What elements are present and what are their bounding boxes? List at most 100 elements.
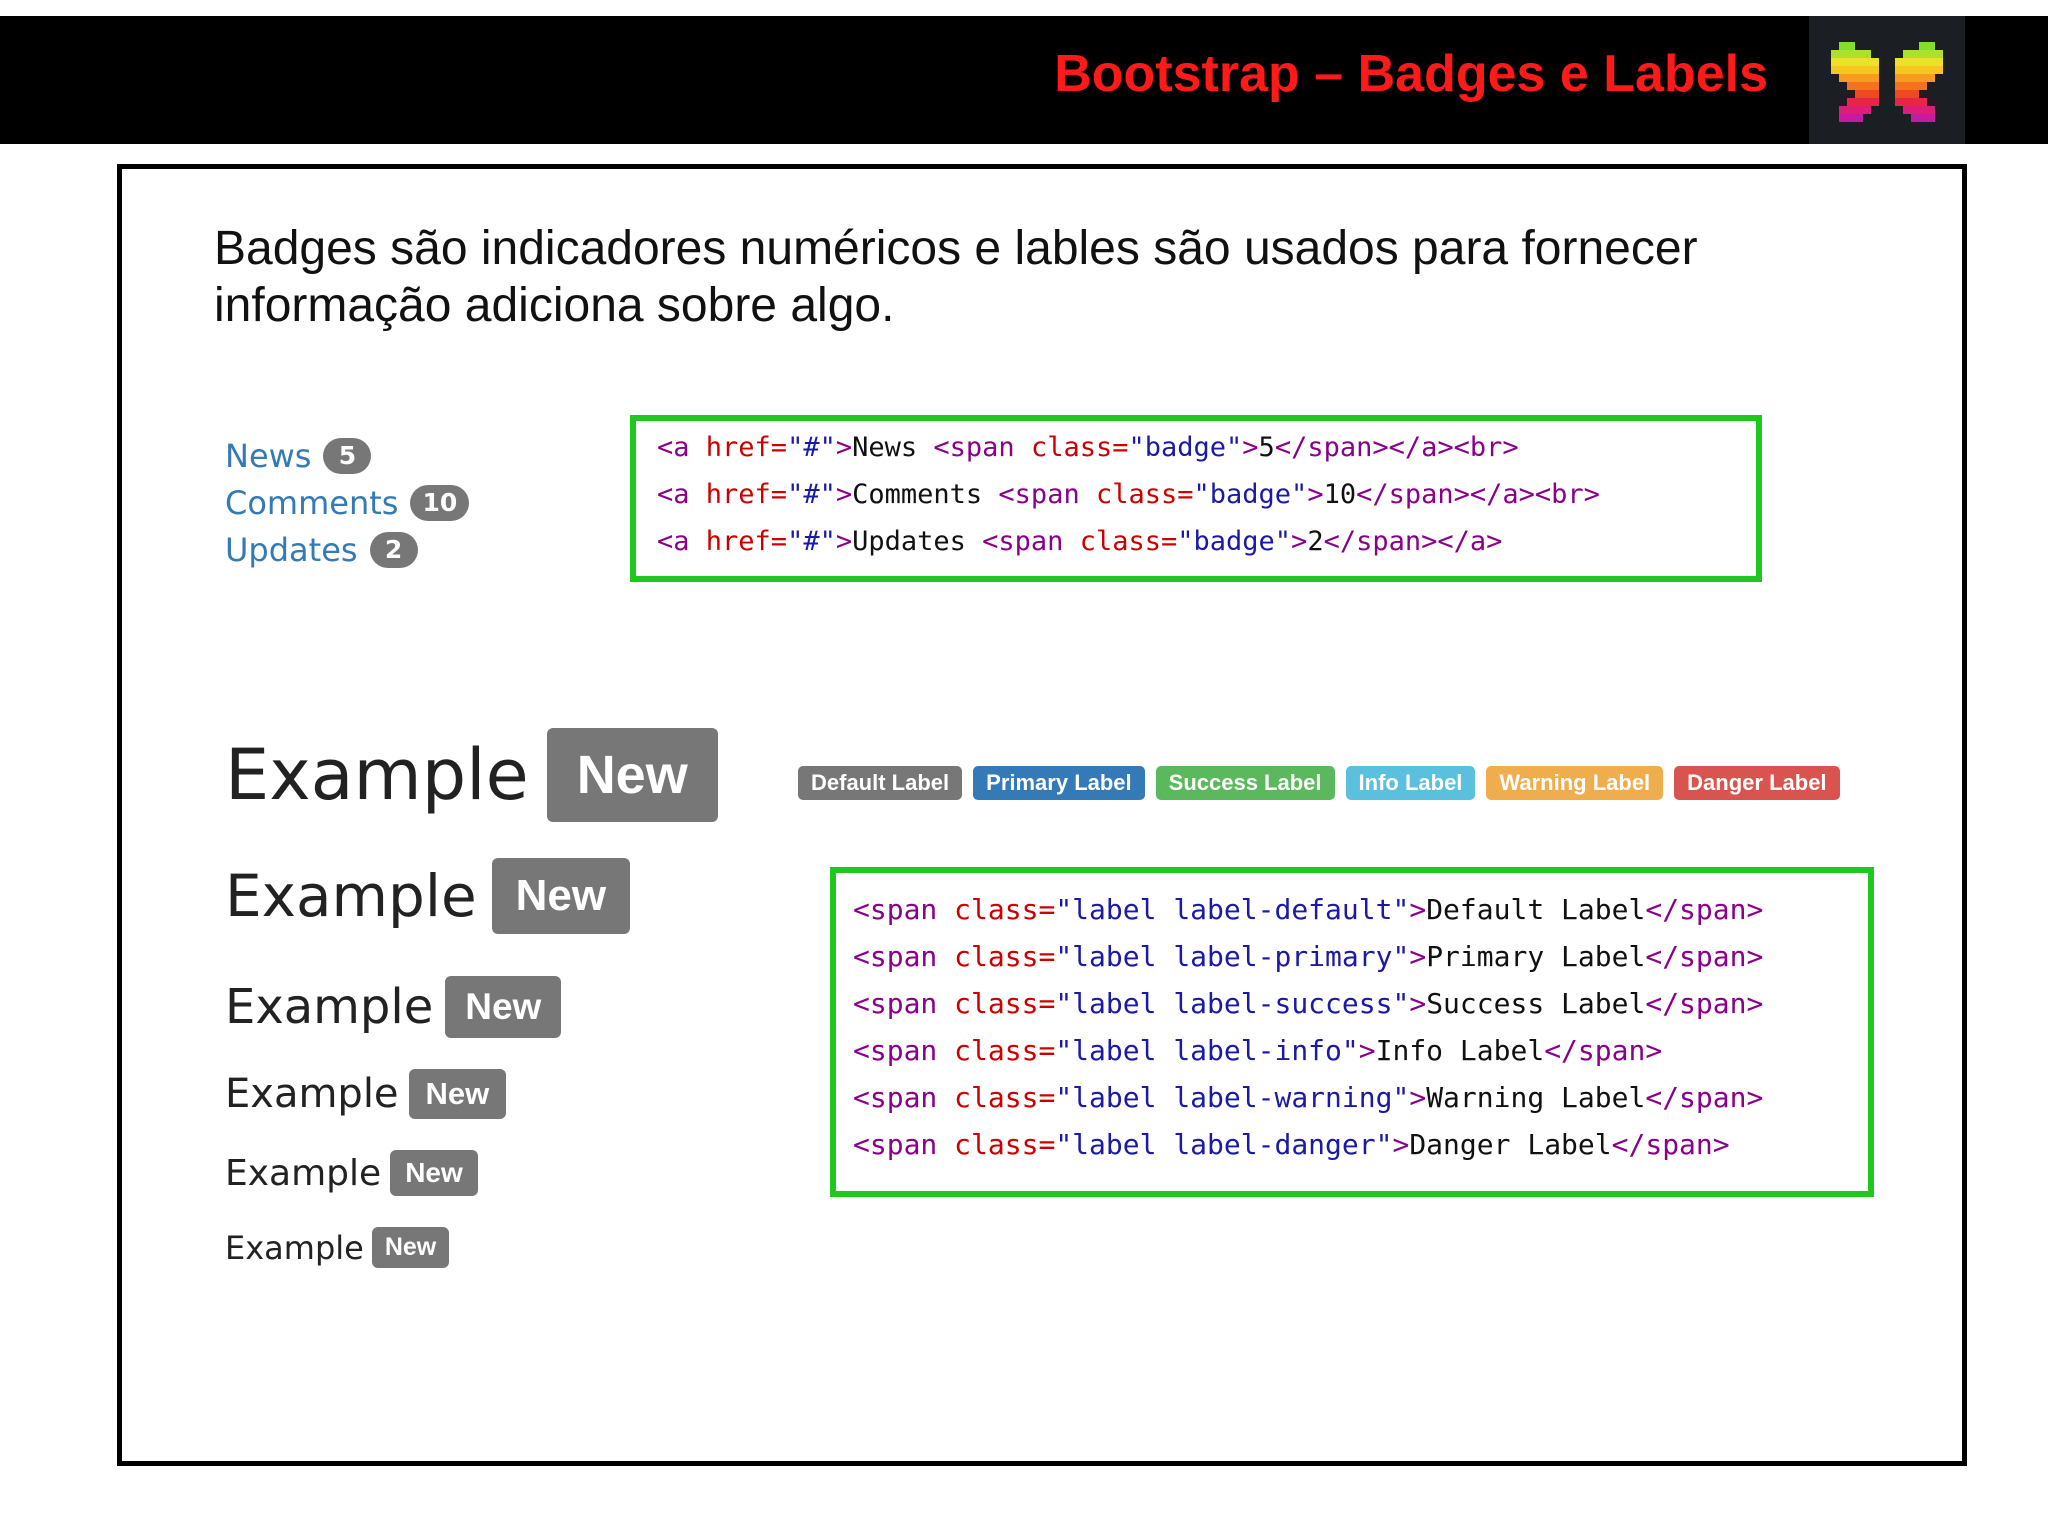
news-link-text: News (225, 436, 312, 475)
code-token-text: Default Label (1426, 893, 1646, 926)
code-token-tag: <span (853, 1034, 955, 1067)
code-token-tag: > (1242, 432, 1259, 463)
code-token-val: "badge" (1177, 526, 1292, 557)
badge-code-line: <a href="#">News <span class="badge">5</… (657, 424, 1756, 471)
example-word: Example (225, 734, 529, 816)
label-warning-label: Warning Label (1486, 766, 1664, 800)
example-word: Example (225, 1228, 364, 1267)
label-code-line: <span class="label label-info">Info Labe… (853, 1027, 1868, 1074)
code-token-val: "badge" (1128, 432, 1243, 463)
code-token-attr: class= (954, 1034, 1056, 1067)
code-token-val: "#" (787, 432, 836, 463)
heading-example-h1: Example New (225, 728, 718, 822)
heading-example-h3: Example New (225, 976, 562, 1038)
code-token-tag: </span></a> (1323, 526, 1503, 557)
code-token-val: "badge" (1193, 479, 1308, 510)
code-token-text: News (852, 432, 934, 463)
heading-example-h5: Example New (225, 1150, 478, 1196)
code-token-tag: <a (657, 479, 706, 510)
code-token-tag: <span (853, 893, 955, 926)
code-token-tag: <span (933, 432, 1031, 463)
label-code-box: <span class="label label-default">Defaul… (830, 867, 1874, 1197)
code-token-tag: </span> (1645, 1081, 1764, 1114)
code-token-attr: href= (705, 479, 788, 510)
label-primary-label: Primary Label (973, 766, 1145, 800)
code-token-tag: <span (853, 1128, 955, 1161)
code-token-tag: </span> (1544, 1034, 1663, 1067)
code-token-text: Comments (852, 479, 999, 510)
label-default-label: Default Label (798, 766, 963, 800)
comments-link[interactable]: Comments 10 (225, 479, 470, 526)
heading-examples: Example New Example New Example New Exam… (225, 0, 825, 1300)
badge-code-box: <a href="#">News <span class="badge">5</… (630, 415, 1762, 582)
badge-code-line: <a href="#">Comments <span class="badge"… (657, 471, 1756, 518)
intro-paragraph: Badges são indicadores numéricos e lable… (214, 220, 1874, 334)
code-token-tag: > (835, 432, 853, 463)
intro-line-1: Badges são indicadores numéricos e lable… (214, 222, 1698, 275)
code-token-attr: class= (1095, 479, 1194, 510)
badge-code-line: <a href="#">Updates <span class="badge">… (657, 518, 1756, 565)
heading-example-h4: Example New (225, 1069, 507, 1119)
code-token-val: "label label-info" (1055, 1034, 1359, 1067)
code-token-tag: > (1409, 893, 1427, 926)
code-token-val: "label label-warning" (1055, 1081, 1410, 1114)
code-token-tag: > (1409, 1081, 1427, 1114)
logo (1809, 16, 1965, 144)
code-token-tag: > (1409, 940, 1427, 973)
updates-link-text: Updates (225, 530, 358, 569)
label-danger-label: Danger Label (1674, 766, 1840, 800)
code-token-tag: > (1409, 987, 1427, 1020)
example-word: Example (225, 1152, 382, 1194)
code-token-val: "#" (787, 479, 836, 510)
example-word: Example (225, 862, 477, 930)
heading-example-h6: Example New (225, 1227, 450, 1268)
new-label: New (408, 1069, 507, 1119)
code-token-tag: </span> (1645, 987, 1764, 1020)
code-token-attr: class= (1030, 432, 1129, 463)
example-word: Example (225, 1071, 399, 1117)
code-token-tag: </span></a><br> (1274, 432, 1519, 463)
code-token-attr: class= (954, 940, 1056, 973)
code-token-attr: class= (954, 1081, 1056, 1114)
label-info-label: Info Label (1345, 766, 1476, 800)
news-badge: 5 (323, 437, 372, 474)
code-token-attr: class= (954, 1128, 1056, 1161)
label-code-line: <span class="label label-success">Succes… (853, 980, 1868, 1027)
new-label: New (491, 858, 631, 934)
new-label: New (445, 976, 562, 1038)
updates-badge: 2 (369, 531, 418, 568)
code-token-tag: > (835, 526, 853, 557)
code-token-tag: <span (853, 940, 955, 973)
code-token-attr: class= (1079, 526, 1178, 557)
code-token-tag: > (1291, 526, 1308, 557)
intro-line-2: informação adiciona sobre algo. (214, 279, 895, 332)
new-label: New (371, 1227, 450, 1268)
label-success-label: Success Label (1155, 766, 1335, 800)
news-link[interactable]: News 5 (225, 432, 469, 479)
code-token-tag: <span (982, 526, 1080, 557)
code-token-tag: </span> (1645, 893, 1764, 926)
example-word: Example (225, 979, 434, 1035)
updates-link[interactable]: Updates 2 (225, 526, 469, 573)
code-token-text: Warning Label (1426, 1081, 1646, 1114)
code-token-val: "#" (787, 526, 836, 557)
label-code-line: <span class="label label-primary">Primar… (853, 933, 1868, 980)
code-token-tag: </span> (1611, 1128, 1730, 1161)
label-code-line: <span class="label label-warning">Warnin… (853, 1074, 1868, 1121)
label-strip: Default Label Primary Label Success Label I… (798, 766, 1840, 800)
code-token-val: "label label-success" (1055, 987, 1410, 1020)
code-token-text: 10 (1323, 479, 1357, 510)
code-token-text: Updates (852, 526, 983, 557)
code-token-text: Success Label (1426, 987, 1646, 1020)
code-token-tag: <a (657, 432, 706, 463)
code-token-tag: </span></a><br> (1356, 479, 1600, 510)
code-token-attr: href= (705, 432, 788, 463)
new-label: New (390, 1150, 478, 1196)
comments-badge: 10 (410, 484, 470, 521)
label-code-line: <span class="label label-default">Defaul… (853, 886, 1868, 933)
code-token-tag: > (1392, 1128, 1410, 1161)
code-token-tag: > (1358, 1034, 1376, 1067)
code-token-tag: </span> (1645, 940, 1764, 973)
comments-link-text: Comments (225, 483, 399, 522)
code-token-val: "label label-primary" (1055, 940, 1410, 973)
